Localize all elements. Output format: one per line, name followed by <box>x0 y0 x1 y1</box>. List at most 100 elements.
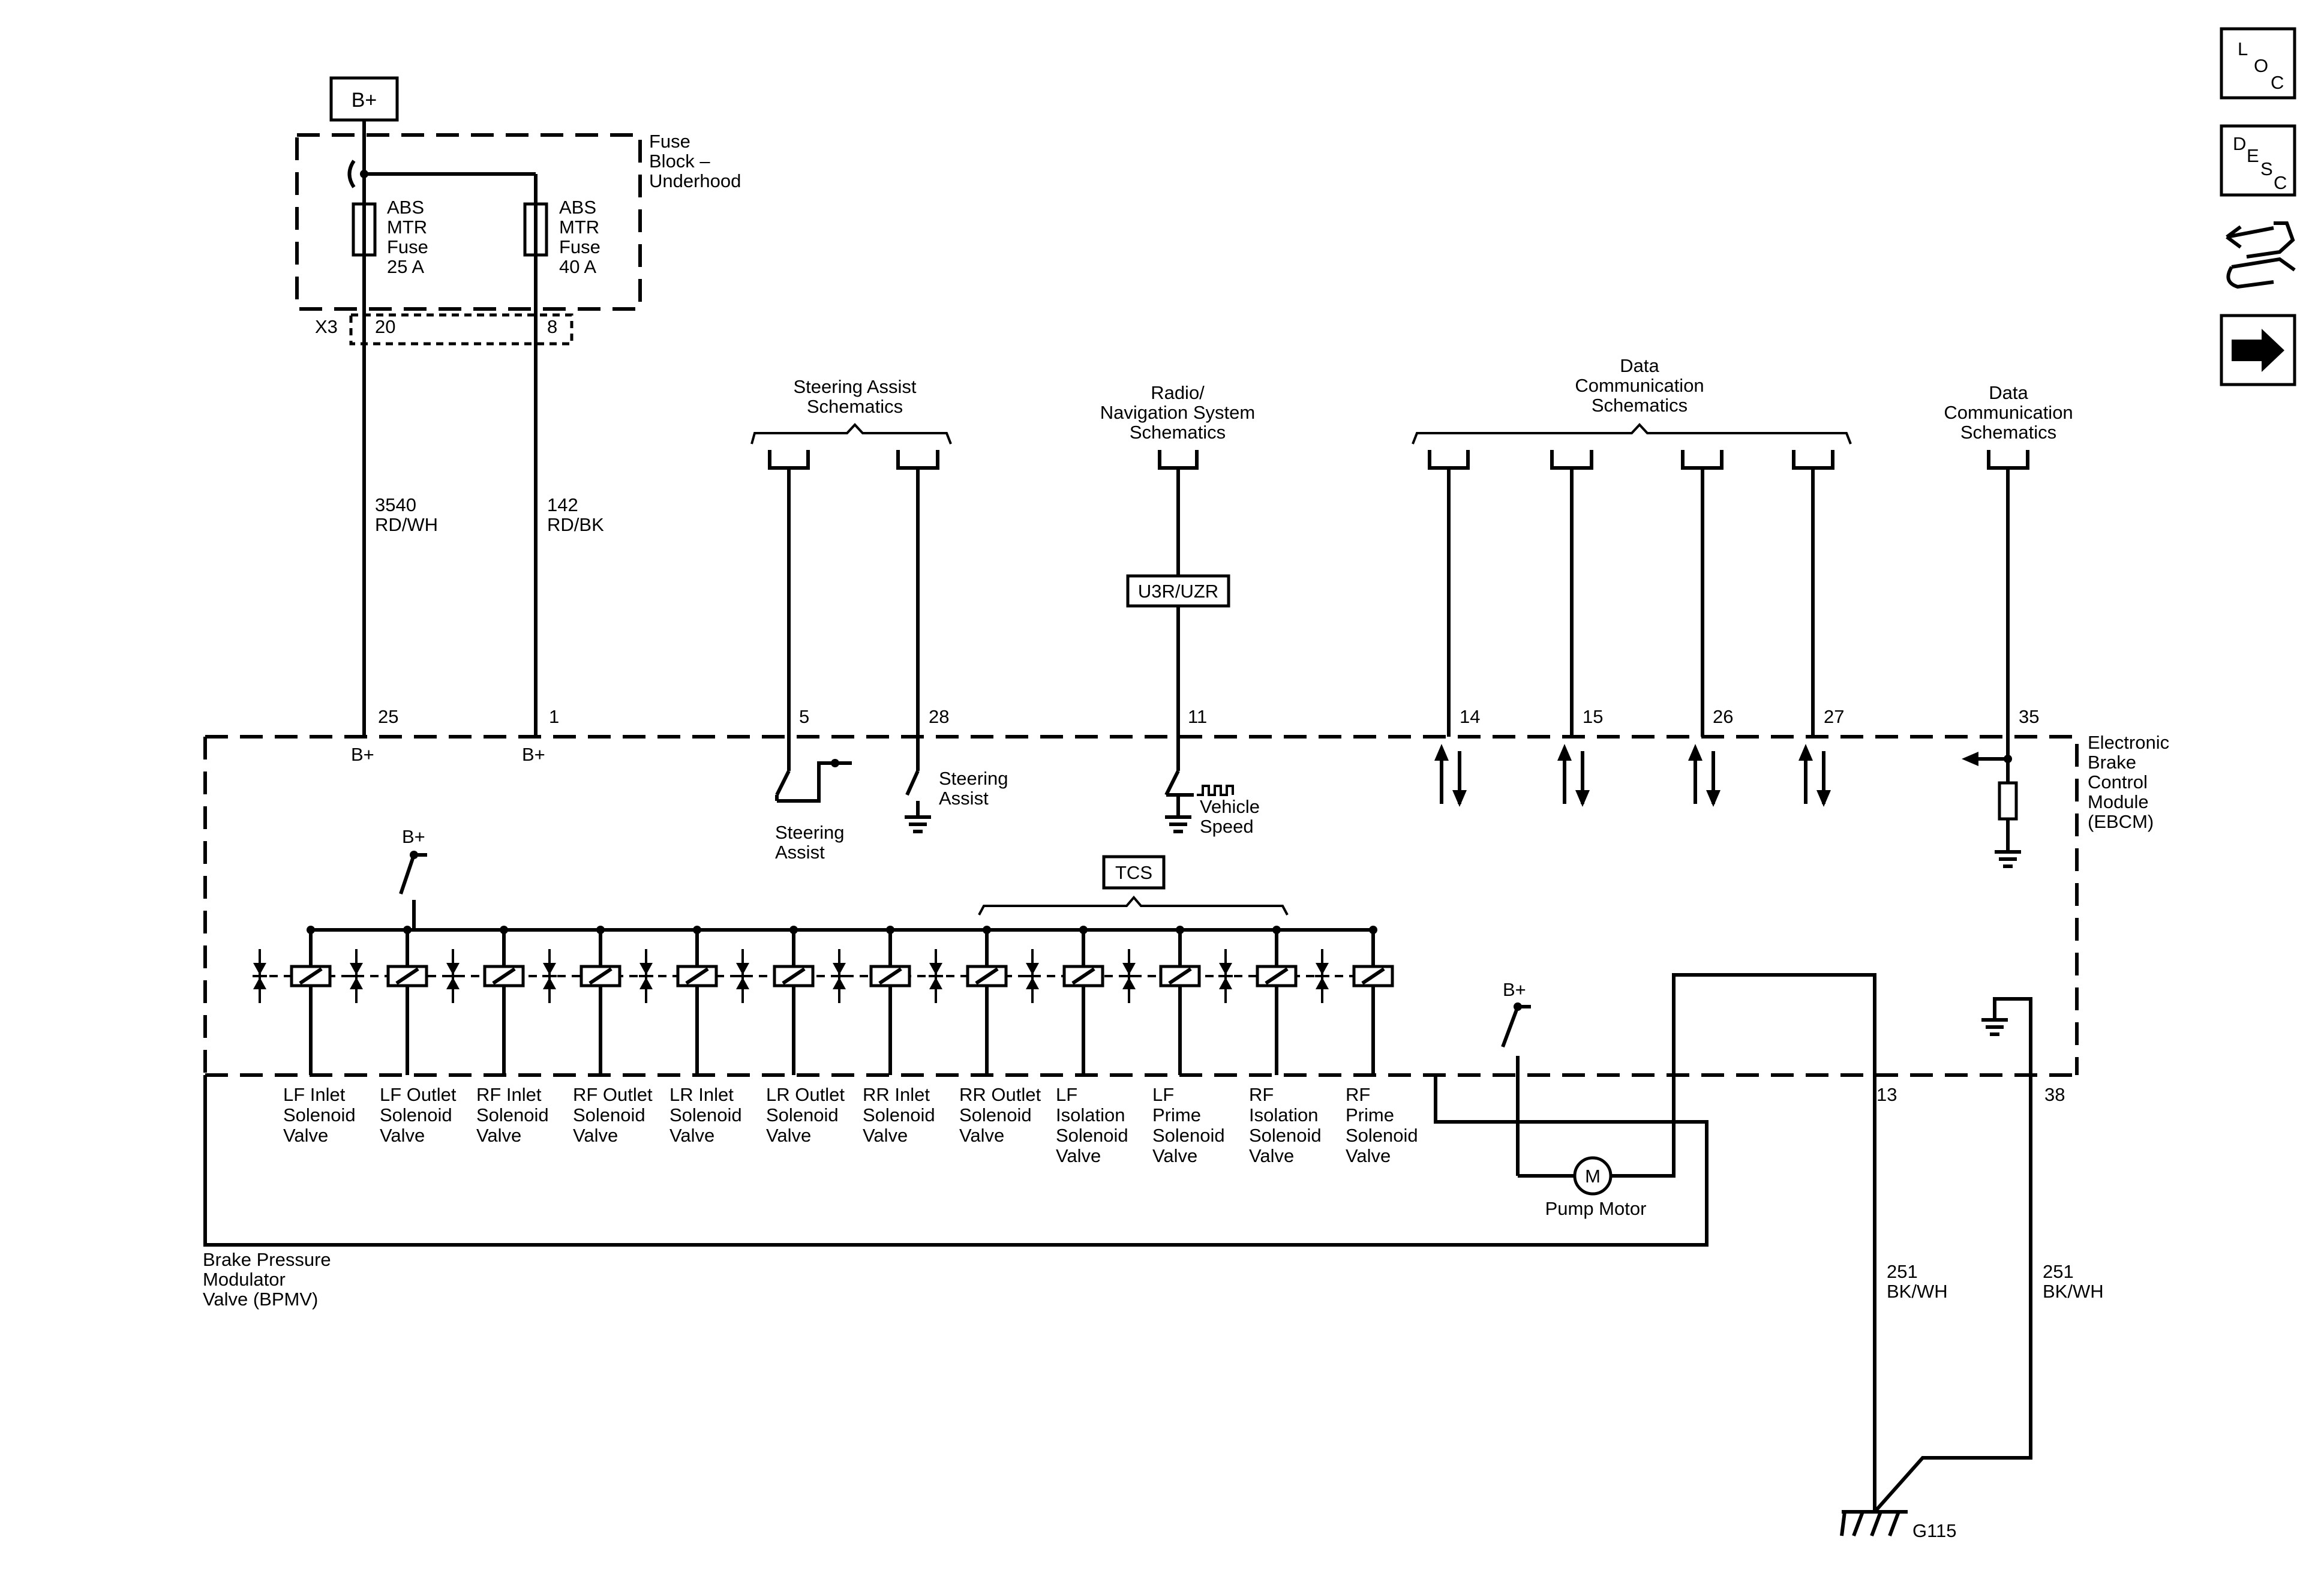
check-valve-icon <box>1025 949 1040 1003</box>
ebcm-pin-27: 27 <box>1824 706 1844 727</box>
desc-icon[interactable]: D E S C <box>2220 124 2296 197</box>
valve-label-line: Valve <box>476 1125 521 1146</box>
desc-d: D <box>2233 133 2246 154</box>
wire-142-circuit: 142 <box>547 494 578 515</box>
ebcm-pin-35: 35 <box>2019 706 2039 727</box>
ground-g115-icon <box>1840 1510 1908 1537</box>
ebcm-internal-ground <box>1981 997 2032 1075</box>
valve-label-line: Prime <box>1152 1104 1201 1125</box>
check-valve-icon <box>639 949 653 1003</box>
tcs-group: TCS <box>978 855 1289 915</box>
ebcm-title-5: (EBCM) <box>2088 811 2154 832</box>
pump-motor-label: Pump Motor <box>1545 1198 1647 1219</box>
valve-label-line: Valve <box>380 1125 425 1146</box>
valve-label-line: LR Inlet <box>669 1084 734 1105</box>
bpmv-title-3: Valve (BPMV) <box>203 1289 318 1310</box>
valve-bplus-label: B+ <box>402 826 425 847</box>
check-valve-icon <box>542 949 557 1003</box>
valve-label-line: Solenoid <box>1056 1125 1128 1146</box>
valve-label-line: Solenoid <box>766 1104 839 1125</box>
ref-radio-line-2: Navigation System <box>1100 402 1255 423</box>
battery-source-label: B+ <box>352 89 377 112</box>
ebcm-title-2: Brake <box>2088 752 2136 773</box>
steering-assist-a-1: Steering <box>775 822 844 843</box>
wire-3540-color: RD/WH <box>375 514 438 535</box>
termination-resistor <box>1962 737 2021 868</box>
check-valve-icon <box>735 949 750 1003</box>
fuse-25a-line-2: MTR <box>387 217 427 238</box>
valve-label-line: Valve <box>1346 1145 1391 1166</box>
ref-datacomm-b-line-3: Schematics <box>1960 422 2056 443</box>
ref-datacomm-b-line-2: Communication <box>1944 402 2073 423</box>
loc-icon[interactable]: L O C <box>2220 27 2296 100</box>
wire-251-a-circuit: 251 <box>1887 1261 1918 1282</box>
valve-label-line: Valve <box>766 1125 811 1146</box>
valve-label-line: Solenoid <box>476 1104 549 1125</box>
pump-motor: B+ M Pump Motor <box>1501 973 1876 1219</box>
fuse-40a-line-4: 40 A <box>559 256 596 277</box>
ref-steering-assist[interactable]: Steering Assist Schematics <box>750 376 952 737</box>
ebcm-pin-38: 38 <box>2044 1084 2065 1105</box>
ebcm-pin-13: 13 <box>1876 1084 1897 1105</box>
connector-x3-label: X3 <box>315 316 338 337</box>
ref-radio-line-1: Radio/ <box>1151 382 1205 403</box>
valve-label-line: Valve <box>1152 1145 1197 1166</box>
wire-3540-circuit: 3540 <box>375 494 416 515</box>
ref-data-communication-a[interactable]: Data Communication Schematics <box>1412 355 1852 737</box>
valve-label-line: Solenoid <box>959 1104 1032 1125</box>
ebcm-pin-1: 1 <box>549 706 559 727</box>
valve-label-line: Valve <box>669 1125 714 1146</box>
data-arrow-27 <box>1798 744 1831 807</box>
check-valve-icon <box>1315 949 1329 1003</box>
valve-label-line: RF Inlet <box>476 1084 542 1105</box>
check-valve-icon <box>832 949 846 1003</box>
ebcm-title-3: Control <box>2088 772 2148 792</box>
connector-icon[interactable] <box>2226 221 2296 289</box>
ebcm-pin-25: 25 <box>378 706 398 727</box>
wire-251-b-circuit: 251 <box>2043 1261 2074 1282</box>
valve-label-line: Valve <box>1249 1145 1294 1166</box>
ebcm-pin-26: 26 <box>1713 706 1733 727</box>
check-valve-icon <box>929 949 943 1003</box>
ref-datacomm-a-line-3: Schematics <box>1592 395 1688 416</box>
valve-label-line: LF Outlet <box>380 1084 457 1105</box>
data-arrow-14 <box>1434 744 1467 807</box>
ebcm-pin-11: 11 <box>1188 706 1207 727</box>
fuse-25a-line-3: Fuse <box>387 236 428 257</box>
ref-data-communication-b[interactable]: Data Communication Schematics <box>1944 382 2073 737</box>
desc-c: C <box>2274 172 2287 193</box>
valve-label-line: RR Outlet <box>959 1084 1041 1105</box>
steering-assist-switch-a: Steering Assist <box>775 737 852 863</box>
valve-power-switch: B+ <box>399 826 427 930</box>
valve-label-line: RF <box>1346 1084 1370 1105</box>
option-u3r-uzr: U3R/UZR <box>1138 581 1218 602</box>
next-arrow-icon[interactable] <box>2220 314 2296 386</box>
valve-label-line: RF <box>1249 1084 1274 1105</box>
loc-o: O <box>2254 55 2268 76</box>
connector-x3: X3 20 8 <box>315 313 574 346</box>
ebcm-pin-15: 15 <box>1583 706 1603 727</box>
steering-assist-b-2: Assist <box>939 788 989 809</box>
ref-radio-line-3: Schematics <box>1130 422 1226 443</box>
ebcm-pin-14: 14 <box>1460 706 1480 727</box>
wire-251-b-color: BK/WH <box>2043 1281 2104 1302</box>
desc-e: E <box>2247 145 2259 166</box>
valve-label-line: Valve <box>1056 1145 1101 1166</box>
pump-motor-symbol: M <box>1585 1166 1601 1187</box>
ref-radio-navigation[interactable]: Radio/ Navigation System Schematics U3R/… <box>1100 382 1255 737</box>
fuse-block-title-1: Fuse <box>649 131 690 152</box>
valve-label-line: Valve <box>573 1125 618 1146</box>
ebcm: Electronic Brake Control Module (EBCM) 2… <box>203 706 2169 1166</box>
ref-datacomm-a-line-1: Data <box>1620 355 1659 376</box>
fuse-block: Fuse Block – Underhood ABS MTR Fuse 25 A… <box>295 131 741 312</box>
